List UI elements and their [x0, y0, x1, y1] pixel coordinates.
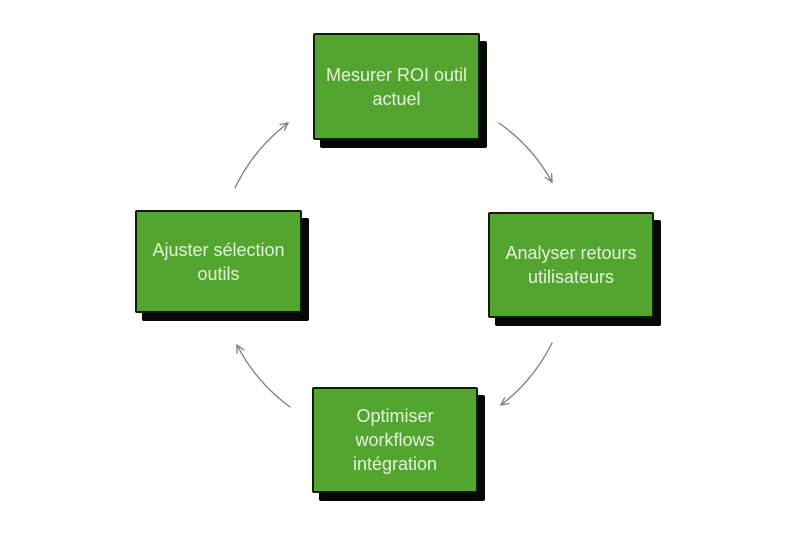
- node-label-line: Ajuster sélection: [152, 239, 285, 260]
- node-label-line: Mesurer ROI outil: [325, 64, 468, 85]
- node-label-line: outils: [197, 263, 240, 284]
- node-label-line: Analyser retours: [505, 243, 637, 263]
- arrow-right-to-bottom-icon: [499, 342, 553, 406]
- node-mesurer-roi: Mesurer ROI outil actuel: [313, 33, 480, 140]
- node-optimiser-workflows: Optimiser workflows intégration: [312, 387, 478, 493]
- node-label-line: utilisateurs: [527, 267, 615, 287]
- arrow-top-to-right-icon: [498, 122, 553, 184]
- node-label-line: actuel: [372, 88, 421, 109]
- arrow-left-to-top-icon: [234, 122, 290, 189]
- node-ajuster-selection: Ajuster sélection outils: [135, 210, 302, 313]
- node-label-line: workflows: [355, 430, 435, 450]
- node-label-line: Optimiser: [356, 406, 434, 426]
- node-label-line: intégration: [352, 454, 438, 474]
- arrow-bottom-to-left-icon: [236, 343, 291, 408]
- node-analyser-retours: Analyser retours utilisateurs: [488, 212, 654, 318]
